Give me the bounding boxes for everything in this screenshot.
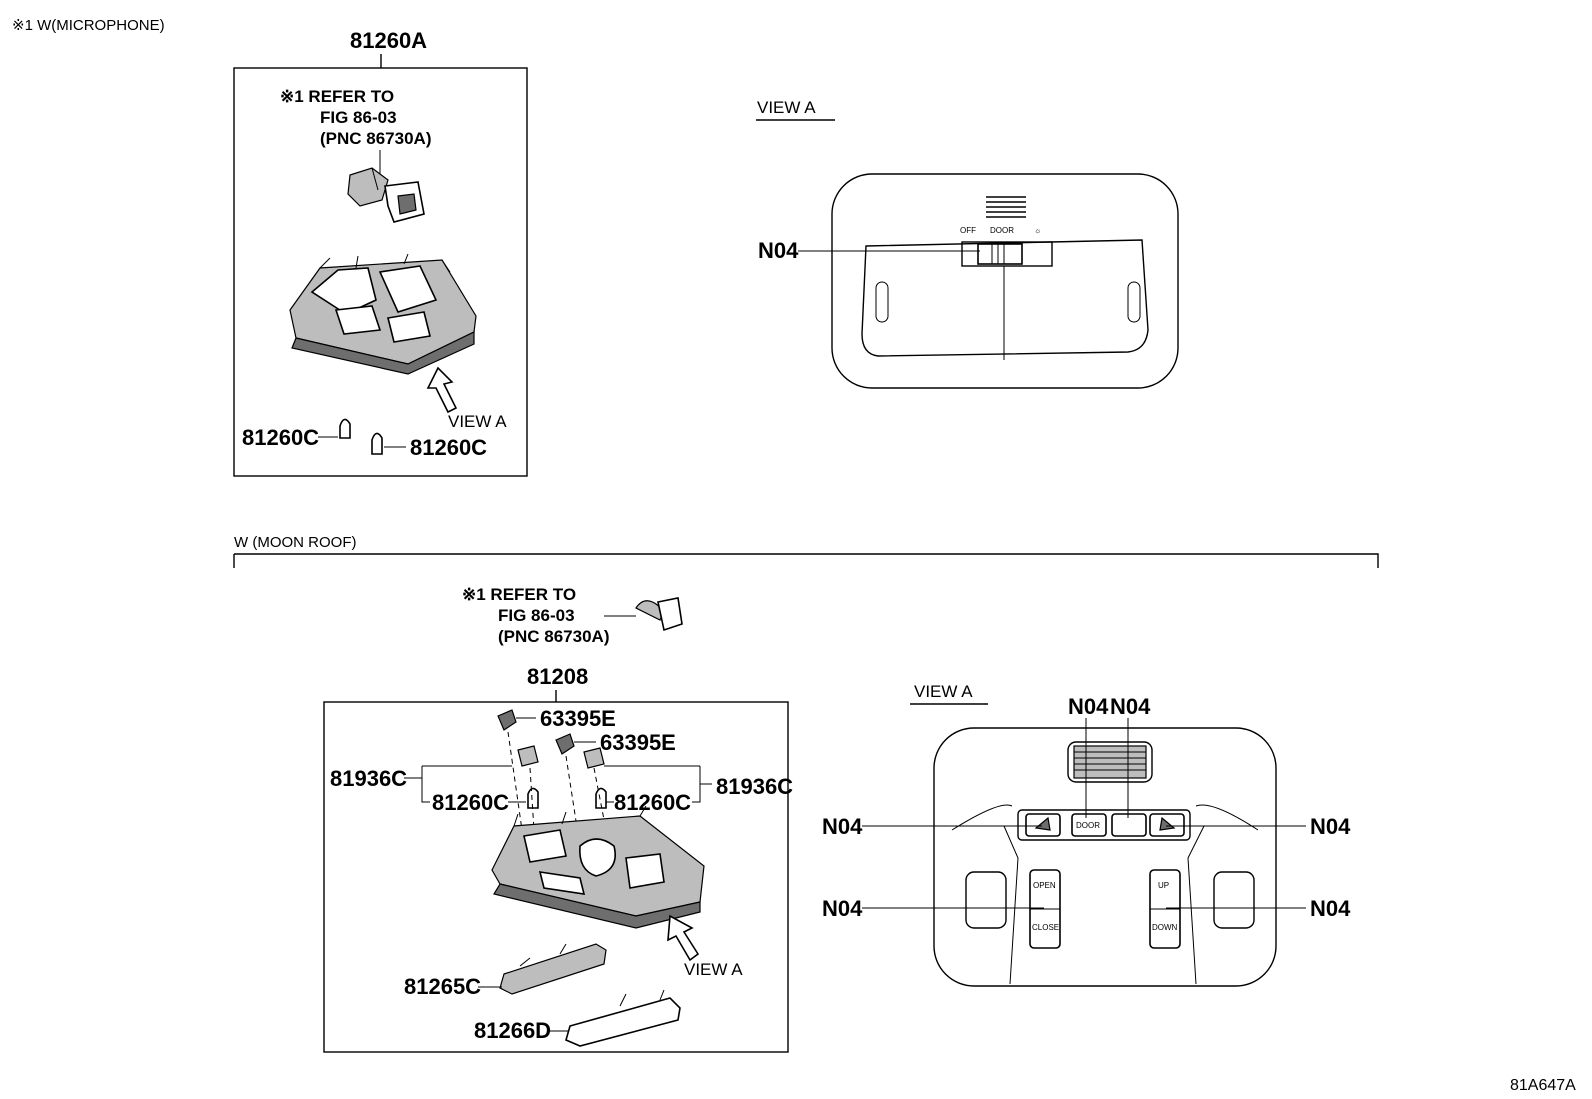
bottom-view-title: VIEW A (914, 682, 973, 701)
bulb-icon (595, 787, 607, 809)
button-label-open: OPEN (1033, 881, 1056, 890)
top-refer-line-1: ※1 REFER TO (280, 87, 394, 106)
map-lamp-housing-top (289, 253, 477, 375)
lens-81265c (499, 943, 607, 995)
vent-grille-frame (1067, 741, 1153, 783)
door-switch-frame (961, 241, 1053, 267)
top-refer-line-3: (PNC 86730A) (320, 129, 432, 148)
top-view-title: VIEW A (757, 98, 816, 117)
switch-label-off: OFF (960, 226, 976, 235)
overhead-console-top (831, 173, 1179, 389)
socket-left-bracket (404, 765, 512, 803)
lamp-lens-right (1213, 871, 1255, 929)
microphone-connector (347, 167, 425, 223)
moon-roof-bracket (233, 553, 1379, 568)
door-switch (977, 243, 1023, 265)
button-label-up: UP (1158, 881, 1169, 890)
bottom-refer-line-2: FIG 86-03 (498, 606, 575, 625)
vent-grille (986, 196, 1026, 218)
clip-icon (497, 709, 517, 731)
lens-81266d (565, 989, 681, 1047)
bottom-view-a-label: VIEW A (684, 960, 743, 979)
overhead-console-moon-roof (933, 727, 1277, 987)
figure-code: 81A647A (1510, 1077, 1576, 1094)
lens-1-label: 81265C (404, 974, 481, 999)
door-button (1071, 813, 1107, 837)
socket-right-bracket (604, 765, 712, 803)
clip-left-label: 63395E (540, 706, 616, 731)
button-label-door: DOOR (1076, 821, 1100, 830)
socket-icon (583, 747, 605, 769)
bulb-icon (371, 432, 383, 455)
bottom-refer-line-3: (PNC 86730A) (498, 627, 610, 646)
top-view-arrow (426, 366, 458, 414)
vent-grille (1073, 745, 1147, 779)
microphone-connector (635, 597, 683, 632)
bottom-view-arrow (667, 914, 700, 962)
clip-right-label: 63395E (600, 730, 676, 755)
bottom-group-box (323, 701, 789, 1053)
socket-right-label: 81936C (716, 774, 793, 799)
insertion-guides (507, 731, 607, 861)
callout-low-left: N04 (822, 896, 863, 921)
top-part-number-label: 81260A (350, 28, 427, 53)
top-view-callout: N04 (758, 238, 799, 263)
top-refer-line-2: FIG 86-03 (320, 108, 397, 127)
socket-icon (517, 745, 539, 767)
switch-label-on: ☼ (1034, 226, 1041, 235)
bottom-part-number-label: 81208 (527, 664, 588, 689)
top-bulb-right-label: 81260C (410, 435, 487, 460)
top-bulb-left-label: 81260C (242, 425, 319, 450)
top-group-box (233, 67, 528, 477)
button-label-down: DOWN (1152, 923, 1178, 932)
top-view-a-label: VIEW A (448, 412, 507, 431)
callout-top-1: N04 (1068, 694, 1109, 719)
bulb-right-label: 81260C (614, 790, 691, 815)
button-row-frame (1017, 809, 1191, 841)
callout-mid-right: N04 (1310, 814, 1351, 839)
socket-left-label: 81936C (330, 766, 407, 791)
bulb-icon (527, 787, 539, 809)
map-lamp-housing-bottom (491, 805, 705, 929)
callout-low-right: N04 (1310, 896, 1351, 921)
section-title-microphone: ※1 W(MICROPHONE) (12, 17, 165, 34)
callout-top-2: N04 (1110, 694, 1151, 719)
clip-icon (555, 733, 575, 755)
switch-label-door: DOOR (990, 226, 1014, 235)
lamp-lens-left (965, 871, 1007, 929)
bulb-icon (339, 418, 351, 439)
callout-mid-left: N04 (822, 814, 863, 839)
section-title-moon-roof: W (MOON ROOF) (234, 534, 356, 551)
button-label-close: CLOSE (1032, 923, 1059, 932)
lens-2-label: 81266D (474, 1018, 551, 1043)
bottom-refer-line-1: ※1 REFER TO (462, 585, 576, 604)
bulb-left-label: 81260C (432, 790, 509, 815)
dome-on-button (1111, 813, 1147, 837)
